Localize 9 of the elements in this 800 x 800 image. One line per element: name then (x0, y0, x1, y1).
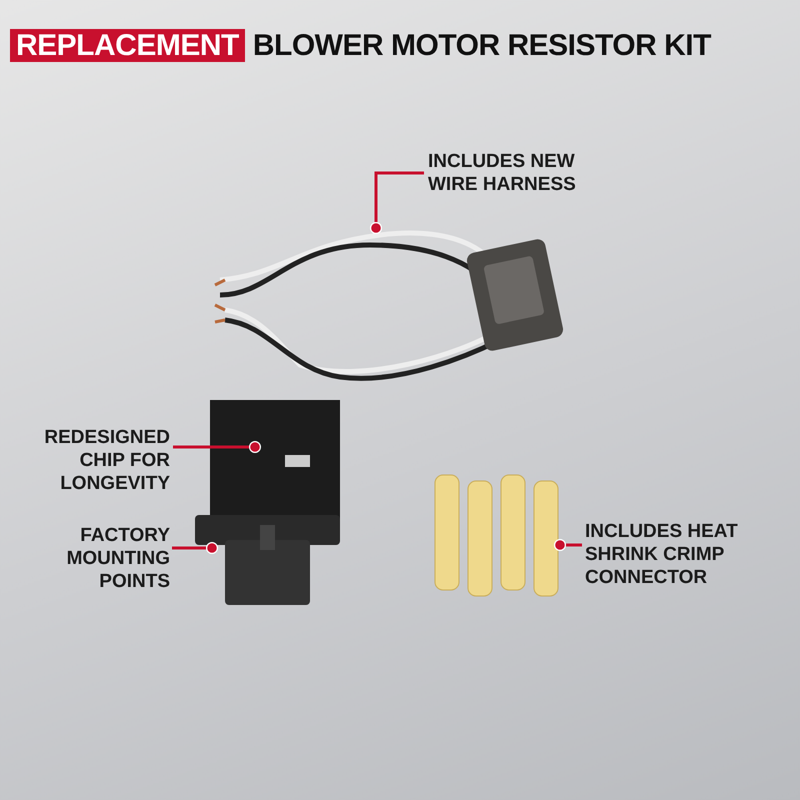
callout-text: FACTORY MOUNTING POINTS (8, 524, 170, 593)
callout-text: INCLUDES HEAT SHRINK CRIMP CONNECTOR (585, 520, 795, 589)
leader-line (173, 441, 261, 453)
leader-line (554, 539, 582, 551)
leader-line (370, 172, 424, 234)
callout-text: REDESIGNED CHIP FOR LONGEVITY (10, 426, 170, 495)
callout-text: INCLUDES NEW WIRE HARNESS (428, 150, 598, 196)
title: REPLACEMENT BLOWER MOTOR RESISTOR KIT (10, 22, 711, 70)
leader-line (172, 542, 218, 554)
